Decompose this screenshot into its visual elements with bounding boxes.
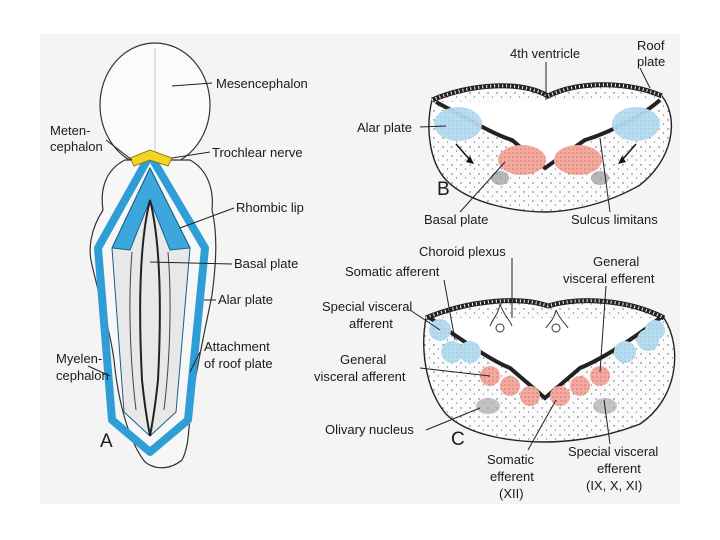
label-alar-plate-a: Alar plate <box>218 292 273 307</box>
label-attachment-1: Attachment <box>204 339 270 354</box>
label-sva-1: Special visceral <box>322 299 412 314</box>
panel-label-a: A <box>100 431 113 452</box>
label-sva-2: afferent <box>349 316 393 331</box>
label-somatic-afferent: Somatic afferent <box>345 264 440 279</box>
panel-b-section <box>428 82 673 213</box>
label-se-2: efferent <box>490 469 534 484</box>
label-gva-2: visceral afferent <box>314 369 406 384</box>
panel-label-b: B <box>437 179 450 200</box>
panel-label-c: C <box>451 429 465 450</box>
trochlear-nerve-shape <box>129 149 173 167</box>
label-metencephalon-2: cephalon <box>50 139 103 154</box>
label-gve-1: General <box>593 254 639 269</box>
label-metencephalon-1: Meten- <box>50 123 90 138</box>
label-sve-3: (IX, X, XI) <box>586 478 642 493</box>
label-alar-plate-b: Alar plate <box>357 120 412 135</box>
alar-plate-band <box>94 151 209 456</box>
label-trochlear-nerve: Trochlear nerve <box>212 145 303 160</box>
label-basal-plate-a: Basal plate <box>234 256 298 271</box>
panel-a-brainstem <box>89 42 217 469</box>
label-mesencephalon: Mesencephalon <box>216 76 308 91</box>
label-4th-ventricle: 4th ventricle <box>510 46 580 61</box>
label-basal-plate-b: Basal plate <box>424 212 488 227</box>
label-sulcus-limitans: Sulcus limitans <box>571 212 658 227</box>
label-se-1: Somatic <box>487 452 534 467</box>
label-se-3: (XII) <box>499 486 524 501</box>
label-roof-plate-2: plate <box>637 54 665 69</box>
label-gva-1: General <box>340 352 386 367</box>
label-olivary-nucleus: Olivary nucleus <box>325 422 414 437</box>
label-sve-2: efferent <box>597 461 641 476</box>
label-choroid-plexus: Choroid plexus <box>419 244 506 259</box>
label-rhombic-lip: Rhombic lip <box>236 200 304 215</box>
label-sve-1: Special visceral <box>568 444 658 459</box>
label-myelencephalon-1: Myelen- <box>56 351 102 366</box>
panel-c-section <box>423 298 676 443</box>
label-myelencephalon-2: cephalon <box>56 368 109 383</box>
label-roof-plate-1: Roof <box>637 38 665 53</box>
label-gve-2: visceral efferent <box>563 271 655 286</box>
label-attachment-2: of roof plate <box>204 356 273 371</box>
